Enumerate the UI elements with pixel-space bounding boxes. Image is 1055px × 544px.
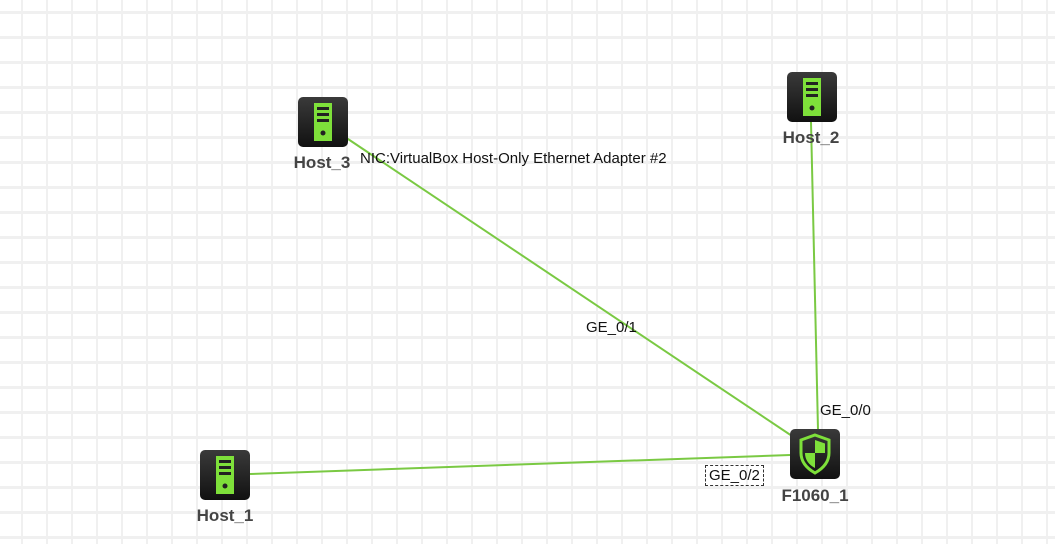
link-host2-firewall[interactable] bbox=[810, 121, 819, 431]
host-1-label: Host_1 bbox=[196, 506, 254, 525]
host-2-node[interactable] bbox=[787, 72, 837, 122]
server-icon bbox=[803, 78, 821, 116]
port-label-ge00: GE_0/0 bbox=[820, 402, 871, 419]
link-host3-firewall[interactable] bbox=[344, 136, 796, 439]
nic-label: NIC:VirtualBox Host-Only Ethernet Adapte… bbox=[360, 150, 667, 167]
host-3-node[interactable] bbox=[298, 97, 348, 147]
host-2-label: Host_2 bbox=[782, 128, 840, 147]
firewall-node[interactable] bbox=[790, 429, 840, 479]
firewall-label: F1060_1 bbox=[781, 486, 849, 505]
port-label-ge02[interactable]: GE_0/2 bbox=[705, 465, 764, 486]
server-icon bbox=[314, 103, 332, 141]
host-3-label: Host_3 bbox=[293, 153, 351, 172]
port-label-ge01: GE_0/1 bbox=[586, 319, 637, 336]
server-icon bbox=[216, 456, 234, 494]
link-host1-firewall[interactable] bbox=[249, 454, 791, 475]
host-1-node[interactable] bbox=[200, 450, 250, 500]
shield-icon bbox=[799, 433, 831, 475]
